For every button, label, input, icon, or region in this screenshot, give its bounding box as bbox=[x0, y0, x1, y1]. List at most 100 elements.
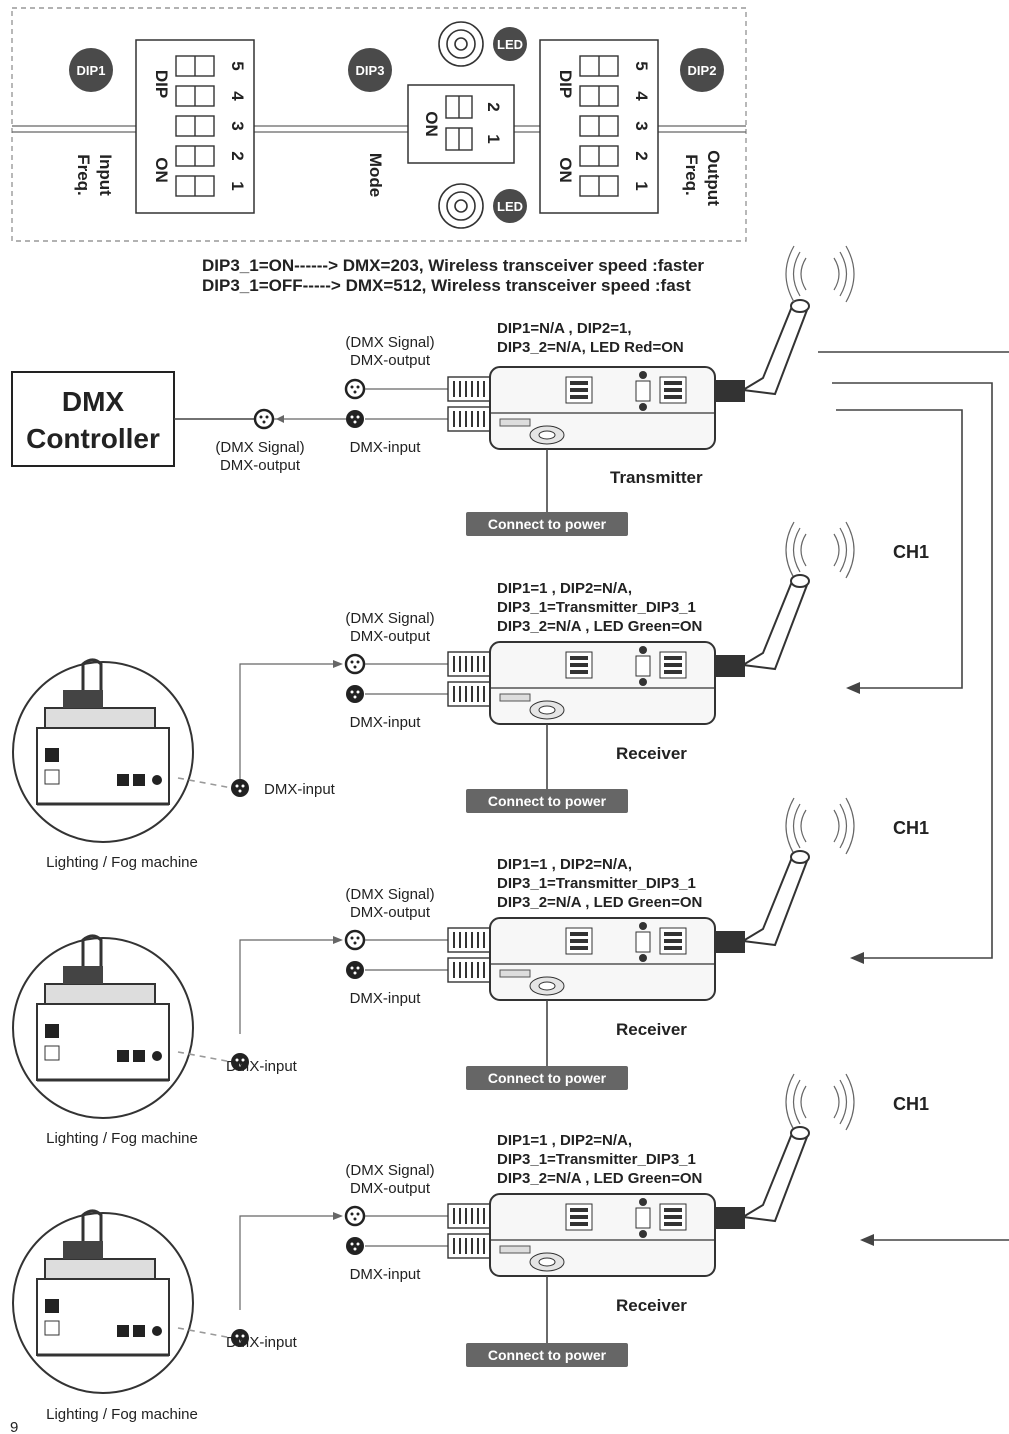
transmitter-signal-label: (DMX Signal) bbox=[345, 334, 434, 351]
svg-text:Connect to power: Connect to power bbox=[488, 793, 607, 809]
receiver-signal-waves-icon bbox=[785, 797, 855, 855]
input-freq-label-line1: Input bbox=[96, 154, 115, 196]
transmitter-output-label: DMX-output bbox=[350, 352, 431, 369]
dip3-badge: DIP3 bbox=[348, 48, 392, 92]
receiver-power-label: Connect to power bbox=[466, 789, 628, 813]
receiver-device-body bbox=[489, 1193, 716, 1277]
receiver-xlr-output-icon bbox=[344, 1205, 366, 1227]
page-number: 9 bbox=[10, 1419, 18, 1434]
transmitter-antenna-icon bbox=[714, 299, 810, 403]
controller-output-label: DMX-output bbox=[220, 457, 301, 474]
svg-text:DIP3: DIP3 bbox=[356, 63, 385, 78]
svg-text:Connect to power: Connect to power bbox=[488, 1070, 607, 1086]
controller-signal-label: (DMX Signal) bbox=[215, 439, 304, 456]
receiver-xlr-output-icon bbox=[344, 929, 366, 951]
receiver-channel-label: CH1 bbox=[893, 1094, 929, 1114]
receiver-power-label: Connect to power bbox=[466, 1343, 628, 1367]
dip2-switch-num-2: 2 bbox=[632, 151, 651, 160]
dip3-switch-num-1: 1 bbox=[484, 134, 503, 143]
receiver-xlr-output-icon bbox=[344, 653, 366, 675]
receiver-antenna-icon bbox=[714, 1126, 810, 1230]
transmitter-unit: DIP1=N/A , DIP2=1, DIP3_2=N/A, LED Red=O… bbox=[344, 245, 855, 536]
dip1-switch-num-1: 1 bbox=[228, 181, 247, 190]
transmitter-xlr-input-icon bbox=[346, 410, 364, 428]
receiver-device-body bbox=[489, 917, 716, 1001]
receiver-config-line3: DIP3_2=N/A , LED Green=ON bbox=[497, 618, 702, 635]
dip3-switch-block: ON 2 1 bbox=[407, 84, 515, 164]
receiver-signal-waves-icon bbox=[785, 521, 855, 579]
transmitter-connector-ports bbox=[447, 376, 491, 432]
receiver-output-label: DMX-output bbox=[350, 904, 431, 921]
receiver-input-label: DMX-input bbox=[350, 1266, 422, 1283]
controller-title-line1: DMX bbox=[62, 386, 125, 417]
transmitter-power-label: Connect to power bbox=[466, 512, 628, 536]
dip1-switch-num-5: 5 bbox=[228, 61, 247, 70]
receiver-config-line1: DIP1=1 , DIP2=N/A, bbox=[497, 856, 632, 873]
dip2-badge: DIP2 bbox=[680, 48, 724, 92]
transmitter-input-label: DMX-input bbox=[350, 439, 422, 456]
transmitter-xlr-output-icon bbox=[344, 378, 366, 400]
speed-note-fast: DIP3_1=OFF-----> DMX=512, Wireless trans… bbox=[202, 276, 691, 295]
dip2-switch-num-4: 4 bbox=[632, 91, 651, 101]
receiver-channel-label: CH1 bbox=[893, 542, 929, 562]
dip1-switch-num-4: 4 bbox=[228, 91, 247, 101]
output-freq-label-line2: Freq. bbox=[682, 154, 701, 196]
receiver-config-line2: DIP3_1=Transmitter_DIP3_1 bbox=[497, 1151, 696, 1168]
wireless-link-lines bbox=[818, 351, 1009, 1246]
speed-note-faster: DIP3_1=ON------> DMX=203, Wireless trans… bbox=[202, 256, 704, 275]
svg-text:Connect to power: Connect to power bbox=[488, 516, 607, 532]
led-label-bottom: LED bbox=[497, 199, 523, 214]
fog-machine-icon bbox=[11, 934, 195, 1120]
mode-label: Mode bbox=[366, 153, 385, 197]
fixture-input-label: DMX-input bbox=[264, 781, 336, 798]
led-indicator-bottom: LED bbox=[438, 183, 527, 229]
receiver-output-label: DMX-output bbox=[350, 1180, 431, 1197]
receiver-power-label: Connect to power bbox=[466, 1066, 628, 1090]
dip-panel-frame bbox=[11, 7, 747, 242]
receiver-config-line2: DIP3_1=Transmitter_DIP3_1 bbox=[497, 875, 696, 892]
receiver-connector-ports bbox=[447, 651, 491, 707]
receiver-xlr-input-icon bbox=[346, 961, 364, 979]
dip2-on-label: ON bbox=[556, 157, 575, 183]
receiver-unit: CH1 DIP1=1 , DIP2=N/A, DIP3_1=Transmitte… bbox=[11, 797, 929, 1147]
receiver-input-label: DMX-input bbox=[350, 990, 422, 1007]
fixture-caption: Lighting / Fog machine bbox=[46, 1130, 198, 1147]
controller-title-line2: Controller bbox=[26, 423, 160, 454]
transmitter-signal-waves-icon bbox=[785, 245, 855, 303]
receiver-signal-label: (DMX Signal) bbox=[345, 610, 434, 627]
svg-text:Connect to power: Connect to power bbox=[488, 1347, 607, 1363]
receiver-connector-ports bbox=[447, 1203, 491, 1259]
transmitter-config-line2: DIP3_2=N/A, LED Red=ON bbox=[497, 339, 684, 356]
led-indicator-top: LED bbox=[438, 21, 527, 67]
dip1-switch-num-2: 2 bbox=[228, 151, 247, 160]
dip2-switch-num-3: 3 bbox=[632, 121, 651, 130]
receiver-connector-ports bbox=[447, 927, 491, 983]
receiver-name: Receiver bbox=[616, 1296, 687, 1315]
receiver-signal-label: (DMX Signal) bbox=[345, 1162, 434, 1179]
fixture-input-label: DMX-input bbox=[226, 1334, 298, 1351]
receiver-output-label: DMX-output bbox=[350, 628, 431, 645]
dip1-switch-block: DIP ON 5 4 3 2 1 bbox=[135, 39, 255, 214]
dip1-dip-label: DIP bbox=[152, 70, 171, 98]
receiver-config-line3: DIP3_2=N/A , LED Green=ON bbox=[497, 894, 702, 911]
transmitter-device-body bbox=[489, 366, 716, 450]
svg-text:DIP2: DIP2 bbox=[688, 63, 717, 78]
output-freq-label-line1: Output bbox=[704, 150, 723, 206]
controller-xlr-output-icon bbox=[253, 408, 275, 430]
dip2-switch-num-1: 1 bbox=[632, 181, 651, 190]
transmitter-config-line1: DIP1=N/A , DIP2=1, bbox=[497, 320, 632, 337]
receiver-xlr-input-icon bbox=[346, 1237, 364, 1255]
led-label-top: LED bbox=[497, 37, 523, 52]
dip2-switch-num-5: 5 bbox=[632, 61, 651, 70]
dip-switch-panel: DIP ON 5 4 3 2 1 DIP 1 Input Freq. ON 2 1 bbox=[11, 7, 747, 242]
dip3-on-label: ON bbox=[422, 111, 441, 137]
receiver-unit: CH1 DIP1=1 , DIP2=N/A, DIP3_1=Transmitte… bbox=[11, 521, 929, 871]
dip2-dip-label: DIP bbox=[556, 70, 575, 98]
receiver-device-body bbox=[489, 641, 716, 725]
input-freq-label-line2: Freq. bbox=[74, 154, 93, 196]
receiver-config-line3: DIP3_2=N/A , LED Green=ON bbox=[497, 1170, 702, 1187]
receiver-xlr-input-icon bbox=[346, 685, 364, 703]
fog-machine-icon bbox=[11, 1209, 195, 1395]
receiver-config-line1: DIP1=1 , DIP2=N/A, bbox=[497, 1132, 632, 1149]
